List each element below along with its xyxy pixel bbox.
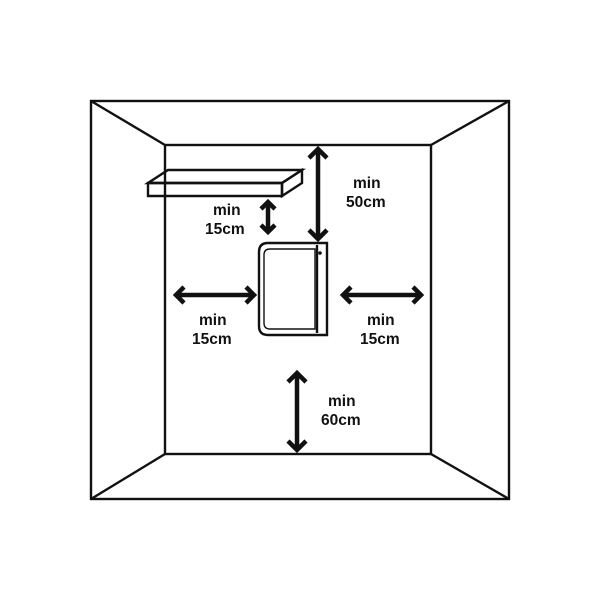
shelf-side xyxy=(280,167,304,199)
arrow-head-up xyxy=(286,369,308,384)
label-shelf-clearance: min 15cm xyxy=(205,202,245,238)
room-corner-top-left xyxy=(90,99,166,147)
label-left-value: 15cm xyxy=(192,331,232,348)
room-outline xyxy=(89,99,511,501)
room-front-frame xyxy=(89,99,511,501)
arrow-head-right xyxy=(244,285,258,305)
arrow-head-left xyxy=(339,285,353,305)
label-shelf-value: 15cm xyxy=(205,221,245,238)
arrow-head-up xyxy=(307,145,329,160)
room-corner-bottom-left xyxy=(90,452,166,501)
label-bottom-min: min xyxy=(328,393,356,410)
label-shelf-min: min xyxy=(213,202,241,219)
arrow-head-left xyxy=(172,285,186,305)
room-corner-top-right xyxy=(430,99,510,147)
heater-unit xyxy=(257,241,329,337)
heater-inner-edge xyxy=(263,248,316,330)
arrow-top-clearance xyxy=(307,145,329,243)
label-right-value: 15cm xyxy=(360,331,400,348)
shelf-top xyxy=(143,168,307,185)
label-left-clearance: min 15cm xyxy=(192,312,232,348)
arrow-head-right xyxy=(411,285,425,305)
label-top-value: 50cm xyxy=(346,194,386,211)
heater-indicator-dot xyxy=(318,251,322,255)
heater-body xyxy=(257,241,329,337)
arrow-left-clearance xyxy=(172,285,258,305)
label-top-clearance: min 50cm xyxy=(346,175,386,211)
room-corner-bottom-right xyxy=(430,452,510,501)
arrow-right-clearance xyxy=(339,285,425,305)
label-right-clearance: min 15cm xyxy=(360,312,400,348)
arrow-head-down xyxy=(286,439,308,454)
label-bottom-clearance: min 60cm xyxy=(321,393,361,429)
label-right-min: min xyxy=(367,312,395,329)
arrow-head-down xyxy=(259,223,277,236)
shelf-front xyxy=(146,181,284,198)
shelf xyxy=(143,167,307,199)
label-top-min: min xyxy=(353,175,381,192)
room-back-wall xyxy=(163,143,433,456)
arrow-head-down xyxy=(307,228,329,243)
label-bottom-value: 60cm xyxy=(321,412,361,429)
arrow-bottom-clearance xyxy=(286,369,308,454)
label-left-min: min xyxy=(199,312,227,329)
arrow-shelf-clearance xyxy=(259,198,277,236)
arrow-head-up xyxy=(259,198,277,211)
